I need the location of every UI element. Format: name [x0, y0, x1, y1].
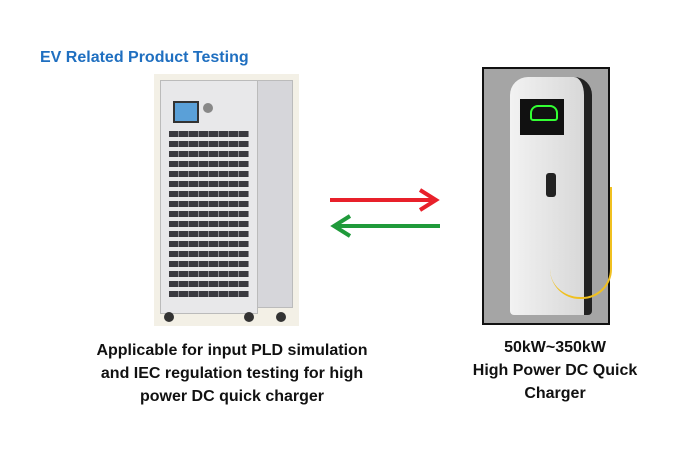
- power-simulator-cabinet-image: [154, 74, 299, 326]
- dc-quick-charger-image: [482, 67, 612, 325]
- caption-line: power DC quick charger: [139, 388, 325, 405]
- charger-display: [520, 99, 564, 135]
- simulator-caption: Applicable for input PLD simulation and …: [62, 339, 402, 408]
- caption-line: 50kW~350kW: [504, 339, 606, 356]
- car-icon: [530, 105, 558, 121]
- charger-caption: 50kW~350kW High Power DC Quick Charger: [450, 336, 660, 405]
- caption-line: and IEC regulation testing for high: [100, 365, 364, 382]
- display-screen: [173, 101, 199, 123]
- bidirectional-arrows: [330, 188, 440, 238]
- caption-line: High Power DC Quick: [472, 362, 638, 379]
- charging-cable: [550, 187, 612, 299]
- charging-plug-icon: [546, 173, 556, 197]
- control-knob: [203, 103, 213, 113]
- arrow-right-icon: [330, 188, 440, 212]
- caption-line: Charger: [524, 385, 586, 402]
- arrow-left-icon: [330, 214, 440, 238]
- caption-line: Applicable for input PLD simulation: [96, 342, 368, 359]
- page-title: EV Related Product Testing: [40, 49, 249, 66]
